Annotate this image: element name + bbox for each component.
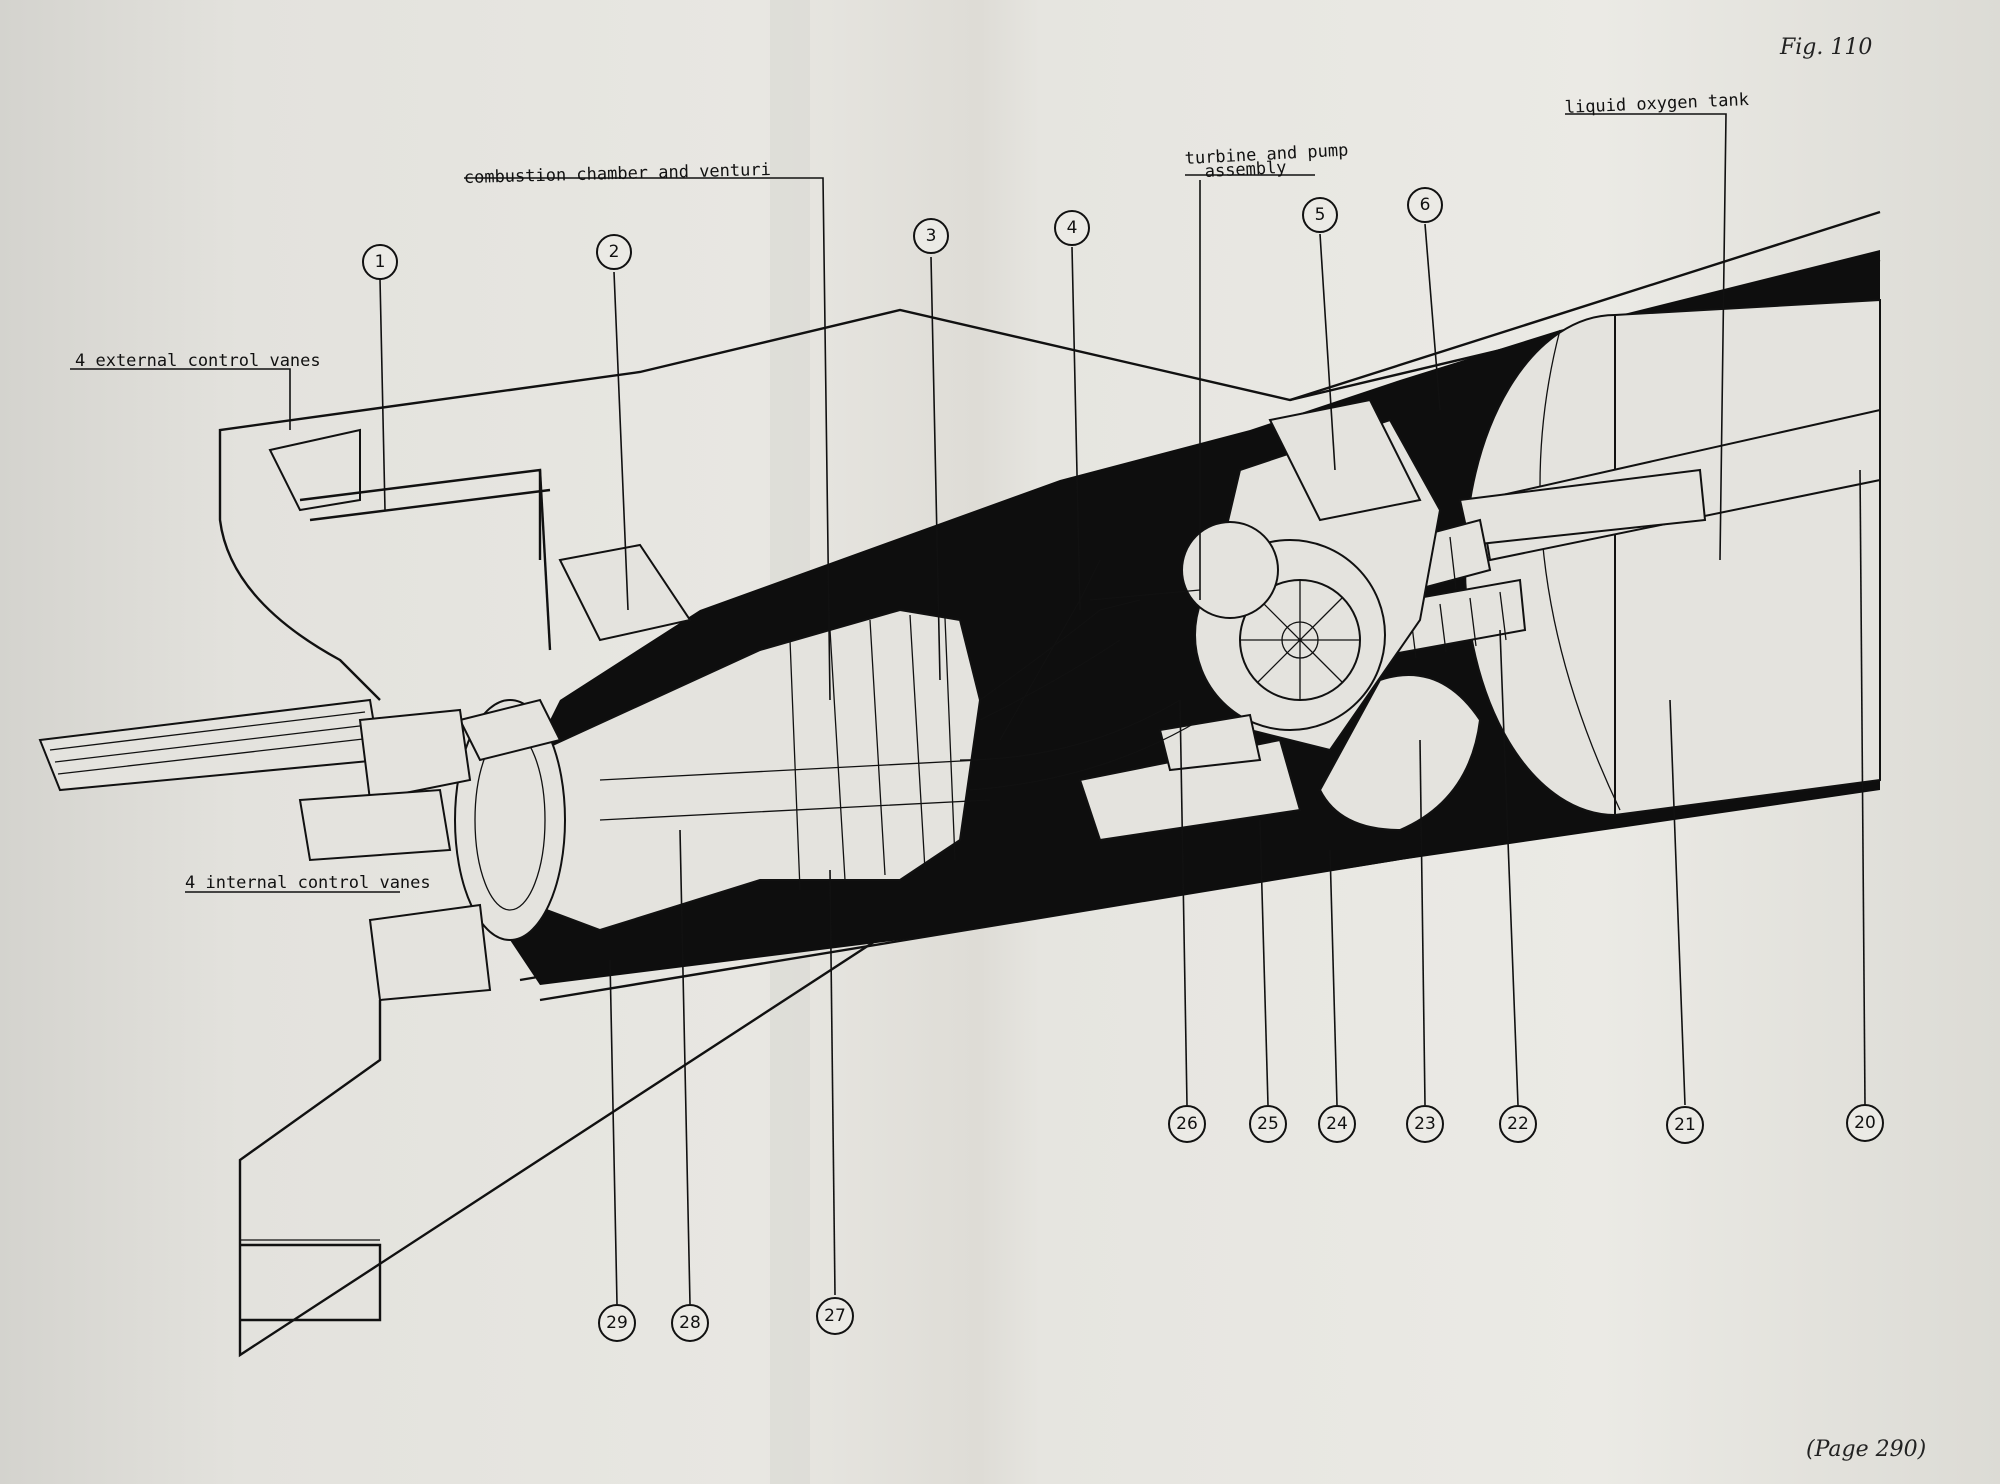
callout-28: 28: [671, 1304, 709, 1342]
callout-20-label: 20: [1854, 1113, 1876, 1133]
callout-23: 23: [1406, 1105, 1444, 1143]
liquid-oxygen-tank: [1464, 298, 1881, 817]
callout-3-label: 3: [926, 226, 937, 246]
hydrogen-peroxide-tanks: [1078, 674, 1482, 842]
callout-5-label: 5: [1315, 205, 1326, 225]
callout-2-label: 2: [609, 242, 620, 262]
caption-leaders: [70, 113, 1727, 893]
callout-29-label: 29: [606, 1313, 628, 1333]
callout-21-label: 21: [1674, 1115, 1696, 1135]
callout-24: 24: [1318, 1105, 1356, 1143]
caption-external-vanes: 4 external control vanes: [75, 351, 321, 371]
callout-29: 29: [598, 1304, 636, 1342]
caption-combustion-chamber: combustion chamber and venturi: [464, 160, 771, 188]
callout-3: 3: [913, 218, 949, 254]
external-control-vane: [268, 428, 692, 651]
callout-25-label: 25: [1257, 1114, 1279, 1134]
callout-22: 22: [1499, 1105, 1537, 1143]
callout-6: 6: [1407, 187, 1443, 223]
callout-1-label: 1: [375, 252, 386, 272]
callout-27-label: 27: [824, 1306, 846, 1326]
callout-25: 25: [1249, 1105, 1287, 1143]
turbine-pump: [1181, 398, 1442, 752]
callout-26-label: 26: [1176, 1114, 1198, 1134]
callout-24-label: 24: [1326, 1114, 1348, 1134]
figure-label: Fig. 110: [1779, 35, 1872, 60]
callout-4: 4: [1054, 210, 1090, 246]
piping: [959, 559, 1201, 791]
callout-21: 21: [1666, 1106, 1704, 1144]
callout-27: 27: [816, 1297, 854, 1335]
callout-6-label: 6: [1420, 195, 1431, 215]
callout-23-label: 23: [1414, 1114, 1436, 1134]
callout-28-label: 28: [679, 1313, 701, 1333]
callout-1: 1: [362, 244, 398, 280]
graphite-jet-vanes: [38, 698, 492, 1002]
callout-leaders: [379, 223, 1866, 1305]
caption-internal-vanes: 4 internal control vanes: [185, 873, 431, 893]
callout-4-label: 4: [1067, 218, 1078, 238]
callout-5: 5: [1302, 197, 1338, 233]
callout-26: 26: [1168, 1105, 1206, 1143]
callout-22-label: 22: [1507, 1114, 1529, 1134]
caption-turbine-line-2: assembly: [1204, 158, 1287, 182]
callout-20: 20: [1846, 1104, 1884, 1142]
callout-2: 2: [596, 234, 632, 270]
page-label: (Page 290): [1806, 1437, 1926, 1462]
combustion-chamber: [454, 608, 991, 941]
